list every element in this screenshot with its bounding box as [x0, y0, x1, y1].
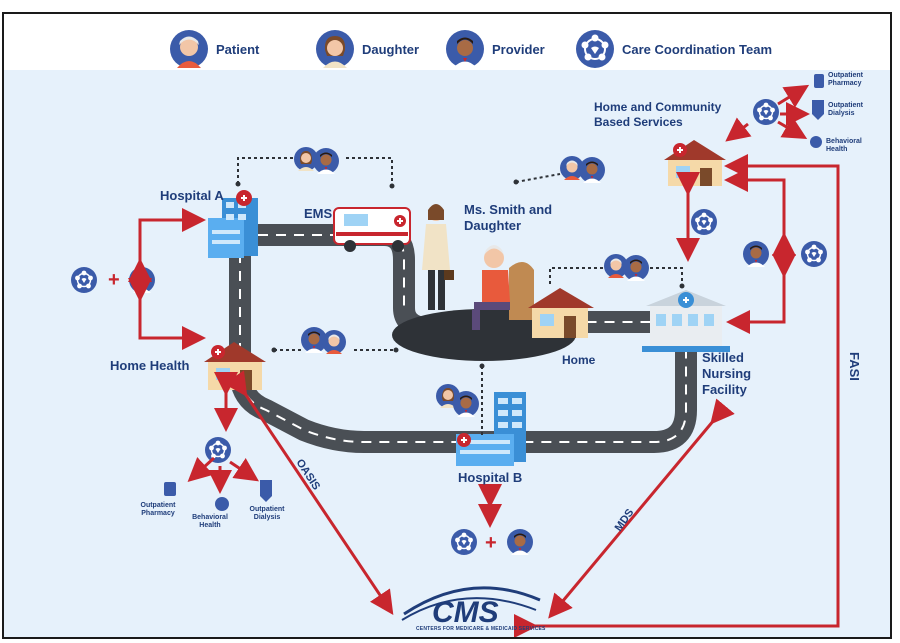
left-plus-sign: + [108, 269, 120, 291]
legend-label-daughter: Daughter [362, 41, 420, 57]
snf-label: Skilled Nursing Facility [702, 350, 752, 397]
avatars-top-hospital-ems [294, 147, 339, 174]
right-dialysis-label: Outpatient Dialysis [828, 102, 863, 117]
dialysis-bag-icon [812, 100, 824, 120]
fasi-label: FASI [847, 352, 862, 381]
mds-label: MDS [613, 507, 637, 534]
left-team-provider-group: + [70, 266, 155, 294]
legend-provider: Provider [446, 30, 545, 68]
left-behavioral-label: Behavioral Health [192, 514, 228, 529]
legend-label-provider: Provider [492, 41, 545, 57]
legend-patient: Patient [170, 30, 259, 68]
hospital-b-team-provider-group: + [450, 528, 533, 556]
hospital-a-label: Hospital A [160, 188, 224, 203]
right-behavioral-label: Behavioral Health [826, 138, 862, 153]
legend-daughter: Daughter [316, 30, 419, 68]
home-health-team-icon [204, 436, 232, 464]
legend-care-team: Care Coordination Team [576, 30, 772, 68]
home-health-house-icon [204, 342, 266, 390]
bottom-plus-sign: + [485, 532, 497, 554]
hospital-b-label: Hospital B [458, 470, 523, 485]
ambulance-icon [333, 207, 411, 252]
hcbs-team-icon [752, 98, 780, 126]
ms-smith-label: Ms. Smith and Daughter [464, 202, 553, 233]
legend: Patient Daughter Provider [4, 14, 890, 70]
home-health-label: Home Health [110, 358, 190, 373]
right-pharmacy-label: Outpatient Pharmacy [828, 72, 863, 87]
cms-subtitle: CENTERS FOR MEDICARE & MEDICAID SERVICES [416, 626, 546, 632]
pharmacy-icon [164, 482, 176, 496]
provider-avatar-icon [446, 30, 484, 68]
avatars-hcbs-road [560, 156, 605, 183]
daughter-avatar-icon [316, 30, 354, 68]
hospital-a-building-icon [208, 190, 258, 258]
hcbs-label: Home and Community Based Services [594, 100, 722, 129]
brain-icon [215, 497, 229, 511]
journey-canvas: + + + [4, 70, 890, 637]
legend-label-patient: Patient [216, 41, 260, 57]
right-team-provider-group: + [743, 240, 828, 268]
pharmacy-icon [814, 74, 824, 88]
home-house-icon [528, 288, 594, 338]
ems-label: EMS [304, 206, 333, 221]
avatars-hospital-b [436, 384, 479, 417]
patient-avatar-icon [170, 30, 208, 68]
care-flow-arrows [128, 84, 840, 637]
care-team-icon [576, 30, 614, 68]
snf-hcbs-team-icon [690, 208, 718, 236]
cms-logo-text: CMS [432, 596, 499, 629]
dialysis-bag-icon [260, 480, 272, 502]
hcbs-house-icon [664, 140, 726, 186]
snf-building-icon [642, 290, 730, 352]
avatars-home-health-road [301, 327, 346, 354]
brain-icon [810, 136, 822, 148]
legend-label-care-team: Care Coordination Team [622, 41, 773, 57]
hospital-b-building-icon [456, 392, 526, 466]
daughter-figure-icon [422, 204, 454, 310]
avatars-home-snf [604, 254, 649, 281]
journey-drawing: + + + [70, 74, 862, 637]
cms-logo: CMS [401, 586, 541, 629]
right-plus-sign: + [780, 244, 792, 266]
right-service-icons [810, 74, 824, 148]
home-label: Home [562, 353, 596, 367]
left-dialysis-label: Outpatient Dialysis [249, 506, 285, 521]
left-pharmacy-label: Outpatient Pharmacy [140, 502, 176, 517]
